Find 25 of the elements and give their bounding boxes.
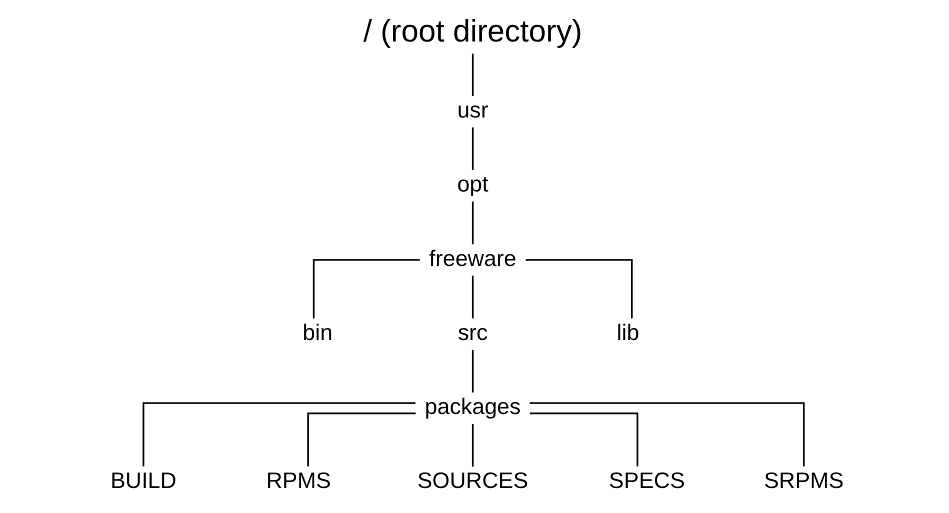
connector xyxy=(472,127,474,170)
node-text: lib xyxy=(616,320,640,345)
node-text: src xyxy=(458,320,488,345)
node-text: SRPMS xyxy=(764,468,844,494)
node-text: RPMS xyxy=(266,468,332,494)
connector xyxy=(472,276,474,318)
connector xyxy=(472,54,474,96)
connector xyxy=(526,259,633,318)
node-text: BUILD xyxy=(110,468,176,494)
connector xyxy=(312,259,420,318)
connector xyxy=(530,412,638,466)
connector xyxy=(472,350,474,393)
connector xyxy=(307,412,416,466)
node-text: SPECS xyxy=(608,468,685,494)
connector xyxy=(472,424,474,467)
connector xyxy=(142,402,416,466)
connector xyxy=(530,402,805,466)
node-text: / (root directory) xyxy=(363,14,582,49)
node-text: opt xyxy=(457,172,488,197)
node-text: bin xyxy=(302,320,333,345)
node-text: packages xyxy=(424,394,521,420)
node-text: SOURCES xyxy=(417,468,528,494)
node-text: usr xyxy=(457,98,488,123)
connector xyxy=(472,202,474,244)
node-text: freeware xyxy=(429,246,516,271)
